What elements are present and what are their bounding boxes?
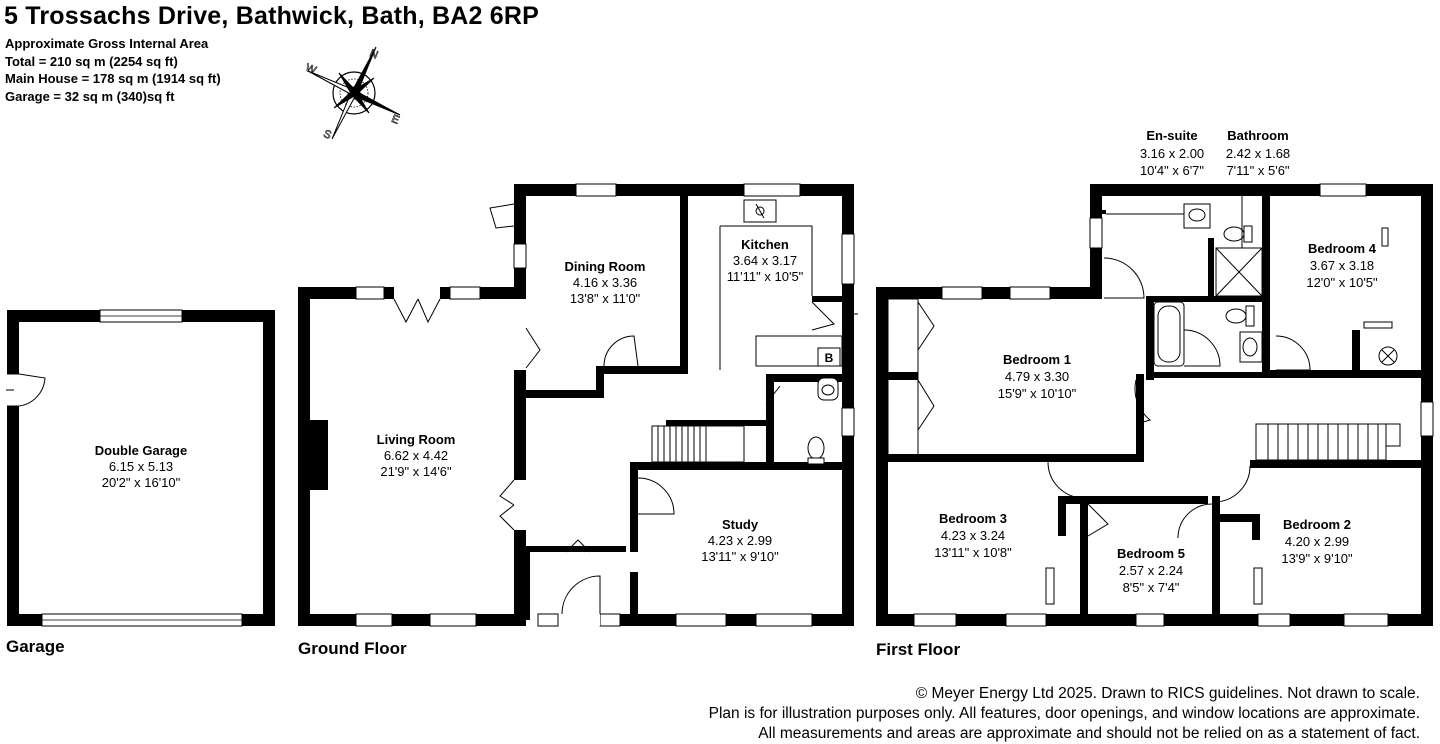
room-name-en-suite: En-suite [1146, 128, 1197, 143]
floor-label-garage: Garage [6, 637, 65, 656]
measurement-disclaimer: All measurements and areas are approxima… [758, 725, 1420, 742]
illustration-disclaimer: Plan is for illustration purposes only. … [708, 705, 1420, 722]
room-imperial-study: 13'11" x 9'10" [701, 549, 779, 564]
disclaimer-footer: © Meyer Energy Ltd 2025. Drawn to RICS g… [709, 684, 1420, 744]
room-name-bathroom: Bathroom [1227, 128, 1288, 143]
room-metric-bedroom-5: 2.57 x 2.24 [1119, 563, 1183, 578]
room-imperial-bedroom-4: 12'0" x 10'5" [1306, 275, 1378, 290]
room-imperial-bedroom-5: 8'5" x 7'4" [1123, 580, 1180, 595]
room-imperial-bedroom-3: 13'11" x 10'8" [934, 545, 1012, 560]
room-name-kitchen: Kitchen [741, 237, 789, 252]
room-metric-bedroom-2: 4.20 x 2.99 [1285, 534, 1349, 549]
room-name-bedroom-4: Bedroom 4 [1308, 241, 1377, 256]
room-metric-bedroom-4: 3.67 x 3.18 [1310, 258, 1374, 273]
room-name-living-room: Living Room [377, 432, 456, 447]
garage-plan [6, 309, 275, 627]
room-metric-en-suite: 3.16 x 2.00 [1140, 146, 1204, 161]
area-summary: Approximate Gross Internal Area Total = … [5, 35, 221, 105]
room-imperial-double-garage: 20'2" x 16'10" [102, 475, 181, 490]
room-metric-living-room: 6.62 x 4.42 [384, 448, 448, 463]
floor-label-ground: Ground Floor [298, 639, 407, 658]
room-metric-bedroom-3: 4.23 x 3.24 [941, 528, 1005, 543]
room-imperial-living-room: 21'9" x 14'6" [380, 464, 452, 479]
room-metric-double-garage: 6.15 x 5.13 [109, 459, 173, 474]
room-imperial-bedroom-1: 15'9" x 10'10" [998, 386, 1077, 401]
room-metric-bedroom-1: 4.79 x 3.30 [1005, 369, 1069, 384]
room-name-bedroom-3: Bedroom 3 [939, 511, 1007, 526]
compass-s: S [322, 128, 333, 142]
room-imperial-bathroom: 7'11" x 5'6" [1226, 163, 1289, 178]
area-total: Total = 210 sq m (2254 sq ft) [5, 53, 178, 69]
ground-floor-details [355, 183, 858, 627]
room-name-bedroom-5: Bedroom 5 [1117, 546, 1185, 561]
room-imperial-en-suite: 10'4" x 6'7" [1140, 163, 1204, 178]
room-labels: Double Garage 6.15 x 5.13 20'2" x 16'10"… [95, 128, 1378, 595]
room-name-study: Study [722, 517, 759, 532]
room-imperial-bedroom-2: 13'9" x 9'10" [1281, 551, 1353, 566]
copyright-line: © Meyer Energy Ltd 2025. Drawn to RICS g… [915, 685, 1420, 702]
room-name-bedroom-1: Bedroom 1 [1003, 352, 1071, 367]
compass-e: E [390, 113, 401, 127]
room-metric-study: 4.23 x 2.99 [708, 533, 772, 548]
area-garage: Garage = 32 sq m (340)sq ft [5, 88, 175, 104]
floor-label-first: First Floor [876, 640, 961, 659]
room-imperial-dining-room: 13'8" x 11'0" [570, 291, 641, 306]
room-name-bedroom-2: Bedroom 2 [1283, 517, 1351, 532]
compass-icon [307, 46, 401, 140]
room-name-double-garage: Double Garage [95, 443, 187, 458]
room-name-dining-room: Dining Room [565, 259, 646, 274]
area-main-house: Main House = 178 sq m (1914 sq ft) [5, 71, 221, 86]
room-imperial-kitchen: 11'11" x 10'5" [727, 269, 804, 284]
property-address-title: 5 Trossachs Drive, Bathwick, Bath, BA2 6… [4, 2, 539, 30]
room-metric-bathroom: 2.42 x 1.68 [1226, 146, 1290, 161]
room-metric-kitchen: 3.64 x 3.17 [733, 253, 797, 268]
area-heading: Approximate Gross Internal Area [5, 36, 209, 51]
boiler-label: B [825, 351, 834, 365]
first-floor-plan [876, 184, 1433, 626]
room-metric-dining-room: 4.16 x 3.36 [573, 275, 637, 290]
first-floor-details [887, 183, 1434, 627]
